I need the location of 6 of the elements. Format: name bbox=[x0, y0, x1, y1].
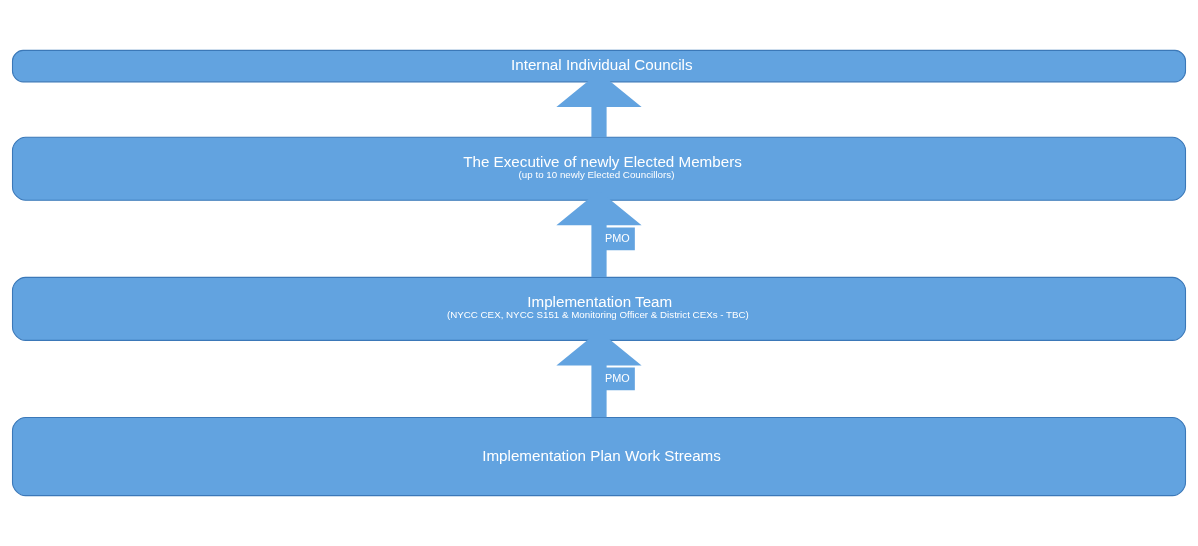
edge-label: PMO bbox=[604, 232, 630, 245]
node-box: The Executive of newly Elected Members (up to 10 newly Elected Councillors) bbox=[11, 136, 1187, 201]
edge-label: PMO bbox=[604, 372, 630, 385]
node-box: Implementation Plan Work Streams bbox=[11, 416, 1187, 497]
node-box: Implementation Team (NYCC CEX, NYCC S151 & Monitoring Officer & District CEXs - TBC) bbox=[11, 276, 1187, 341]
node-box: Internal Individual Councils bbox=[11, 49, 1187, 83]
